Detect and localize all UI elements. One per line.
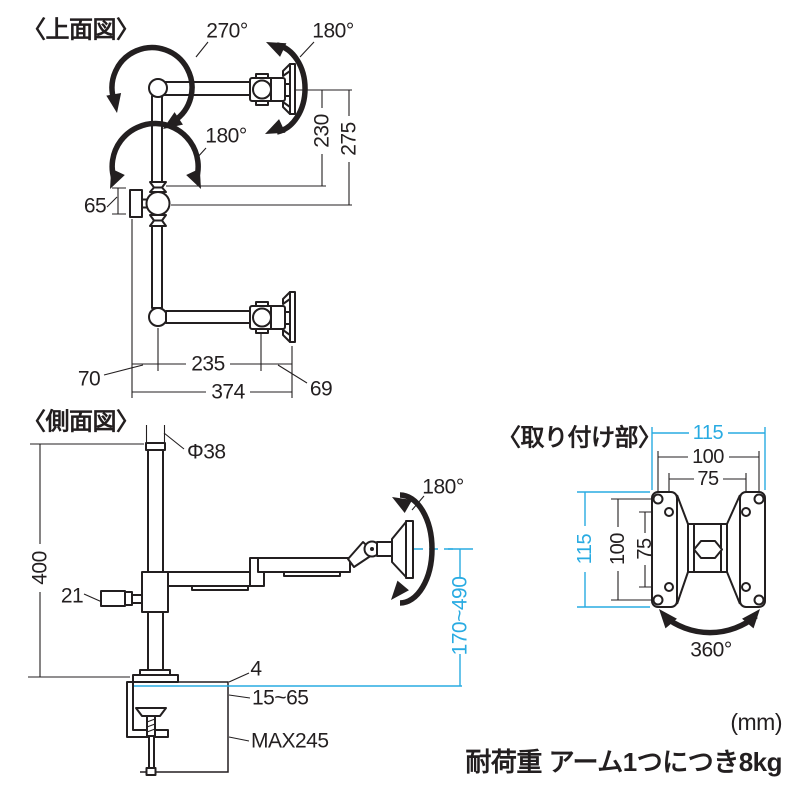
vesa-hole xyxy=(652,493,664,505)
dim-400-label: 400 xyxy=(29,551,52,585)
dim-height-75: 75 xyxy=(634,538,656,560)
desk-clamp xyxy=(126,669,179,776)
desk-max-label: MAX245 xyxy=(251,730,329,753)
plate-thickness-label: 4 xyxy=(250,658,262,681)
head-rotation-180-arc xyxy=(276,42,308,135)
footer-notes: (mm) 耐荷重 アーム1つにつき8kg xyxy=(465,709,782,777)
lower-elbow-joint xyxy=(148,307,168,327)
top-view: 〈上面図〉 270° 180° 180° 230 275 65 70 235 6… xyxy=(22,17,361,404)
top-view-rotation-arrows xyxy=(106,42,308,189)
tilt-180-arc xyxy=(399,492,435,606)
vesa-left-panel xyxy=(651,491,678,608)
vesa-hole xyxy=(753,493,765,505)
dim-374-label: 374 xyxy=(211,381,245,404)
rotation-270-arc xyxy=(109,44,195,124)
side-view-arm-drawing xyxy=(100,442,414,776)
arm-sleeve xyxy=(141,571,169,613)
pole-cap xyxy=(145,442,166,451)
unit-note: (mm) xyxy=(730,709,782,735)
rotation-270-label: 270° xyxy=(206,20,248,43)
dim-height-100: 100 xyxy=(607,533,629,565)
vesa-hole xyxy=(741,582,751,592)
upper-elbow-joint xyxy=(148,78,168,98)
dim-235-label: 235 xyxy=(191,353,225,376)
swivel-360-label: 360° xyxy=(690,639,732,662)
vesa-bracket-drawing xyxy=(651,491,766,608)
dim-69-label: 69 xyxy=(310,378,332,401)
height-range-dimension xyxy=(133,548,473,687)
height-range-label: 170~490 xyxy=(449,577,472,656)
lower-arm-tube xyxy=(165,310,253,324)
dim-230-label: 230 xyxy=(311,114,334,148)
dim-70-label: 70 xyxy=(78,368,100,391)
load-capacity-note: 耐荷重 アーム1つにつき8kg xyxy=(465,747,782,777)
vertical-link-tube xyxy=(151,95,163,183)
dim-275-label: 275 xyxy=(338,122,361,156)
clamp-range-label: 15~65 xyxy=(252,687,308,710)
upper-monitor-head xyxy=(249,63,296,115)
pole-rotation-label: 180° xyxy=(205,125,247,148)
swivel-360-arc xyxy=(662,613,758,636)
pole-hub xyxy=(145,191,171,216)
mount-view-label: 〈取り付け部〉 xyxy=(497,424,662,452)
center-hex-hole xyxy=(693,540,723,559)
head-rotation-label: 180° xyxy=(312,20,354,43)
support-pole xyxy=(147,449,164,677)
dim-width-75: 75 xyxy=(697,468,719,490)
dim-height-115: 115 xyxy=(574,533,596,564)
upper-arm-tube xyxy=(163,81,253,96)
mount-view: 〈取り付け部〉 115 100 75 115 100 75 360° xyxy=(497,422,766,662)
desk-outline xyxy=(140,681,229,773)
pole-diameter-label: Φ38 xyxy=(187,441,226,464)
vesa-hole xyxy=(741,507,751,517)
dim-width-100: 100 xyxy=(692,446,724,468)
vesa-hole xyxy=(753,594,765,606)
vesa-hole xyxy=(664,582,674,592)
dim-width-115: 115 xyxy=(693,422,724,444)
mount-rotation-arrows xyxy=(659,609,760,636)
side-bracket xyxy=(100,590,126,607)
side-view-rotation-arrows xyxy=(391,492,435,606)
dim-65-label: 65 xyxy=(84,195,106,218)
vesa-hole xyxy=(652,594,664,606)
side-view-label: 〈側面図〉 xyxy=(22,409,140,436)
top-view-label: 〈上面図〉 xyxy=(22,17,140,44)
side-view-dimension-lines xyxy=(28,425,425,742)
arm-segment-rear xyxy=(167,571,255,587)
top-view-dimension-lines xyxy=(103,41,352,398)
arm-segment-front xyxy=(257,557,351,573)
vesa-plate-side xyxy=(405,520,414,579)
lower-monitor-head xyxy=(249,291,296,343)
tilt-180-label: 180° xyxy=(422,476,464,499)
dim-21-label: 21 xyxy=(61,585,83,608)
side-view: 〈側面図〉 Φ38 400 21 180° 170~490 4 15~65 MA… xyxy=(22,409,473,776)
vesa-right-panel xyxy=(739,491,766,608)
pole-rotation-180-arc xyxy=(109,120,201,181)
vesa-hole xyxy=(664,507,674,517)
pole-clamp-knob xyxy=(129,189,143,218)
top-view-arm-drawing xyxy=(129,63,296,343)
